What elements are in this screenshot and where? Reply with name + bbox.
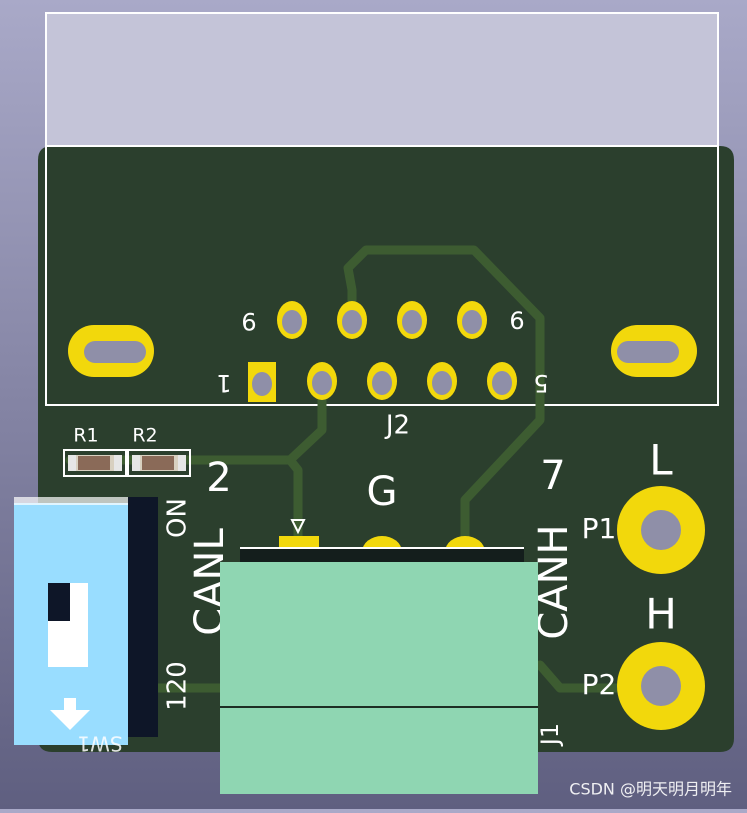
j2-reference: J2	[384, 411, 410, 441]
j2-connector-shell	[45, 12, 719, 147]
j1-pin-number-7: 7	[540, 453, 565, 499]
j2-pin-label-5: 5	[533, 369, 548, 397]
j2-courtyard-outline	[45, 145, 719, 406]
p1-test-point-pad	[617, 486, 705, 574]
j2-pad	[337, 301, 367, 339]
mounting-slot-right	[611, 325, 697, 377]
j2-pad	[367, 362, 397, 400]
j2-pads-top-row	[277, 301, 487, 339]
j2-pad	[457, 301, 487, 339]
j1-pin1-marker	[290, 519, 306, 535]
sw1-value-label: 120	[163, 661, 193, 711]
j2-pin-label-9: 9	[241, 307, 256, 335]
r1-resistor	[63, 449, 127, 477]
j2-pin-label-6: 6	[509, 307, 524, 335]
j2-pad	[427, 362, 457, 400]
down-arrow-icon	[50, 698, 90, 730]
j1-terminal-block	[220, 547, 538, 794]
j1-pin-name-canh: CANH	[531, 524, 577, 639]
j2-pad	[277, 301, 307, 339]
pcb-board	[38, 146, 734, 752]
j2-pad	[397, 301, 427, 339]
j2-pad	[487, 362, 517, 400]
j2-pin-label-1: 1	[216, 369, 231, 397]
p2-reference: P2	[582, 668, 617, 701]
p2-test-point-pad	[617, 642, 705, 730]
r2-reference: R2	[132, 425, 157, 447]
sw1-dip-switch	[14, 497, 158, 745]
j2-pad	[307, 362, 337, 400]
j1-reference: J1	[536, 723, 564, 747]
j2-pads-bottom-row	[248, 362, 517, 402]
j1-pin-number-2: 2	[206, 455, 231, 501]
j2-pad-1-square	[248, 362, 276, 402]
mounting-slot-left	[68, 325, 154, 377]
j1-pin-name-g: G	[367, 469, 398, 515]
p1-reference: P1	[582, 512, 617, 545]
p1-name-label: L	[649, 436, 673, 485]
watermark: CSDN @明天明月明年	[569, 780, 732, 799]
r2-resistor	[127, 449, 191, 477]
p2-name-label: H	[645, 590, 677, 639]
sw1-reference: SW1	[77, 732, 122, 756]
sw1-on-label: ON	[163, 498, 193, 538]
r1-reference: R1	[73, 425, 98, 447]
